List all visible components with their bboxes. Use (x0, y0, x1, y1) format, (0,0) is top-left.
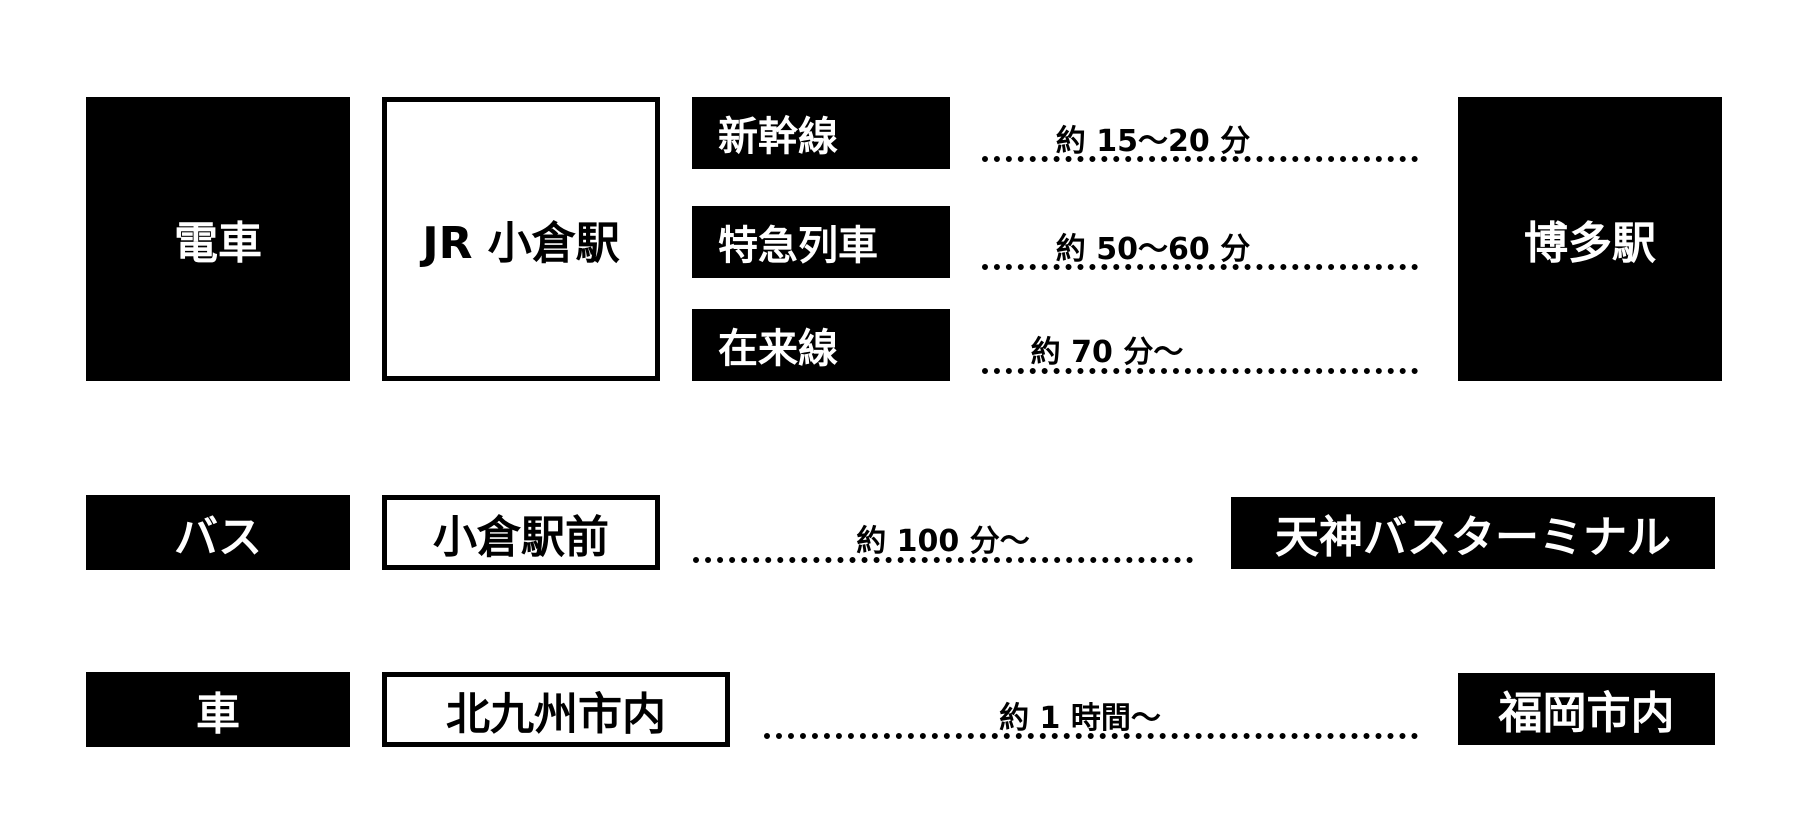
route-shinkansen-time: 約 15〜20 分 (1055, 124, 1251, 159)
bus-connector (693, 557, 1193, 563)
origin-kokura-ekimae-box: 小倉駅前 (382, 495, 660, 570)
destination-hakata-box: 博多駅 (1458, 97, 1722, 381)
destination-tenjin-bus-terminal-label: 天神バスターミナル (1275, 512, 1671, 563)
route-shinkansen-box: 新幹線 (692, 97, 950, 169)
destination-fukuoka-box: 福岡市内 (1458, 673, 1715, 745)
origin-kitakyushu-label: 北九州市内 (446, 688, 666, 740)
route-shinkansen-label: 新幹線 (718, 114, 838, 160)
car-time: 約 1 時間〜 (999, 701, 1161, 736)
route-local-line-label: 在来線 (718, 326, 838, 372)
mode-car-box: 車 (86, 672, 350, 747)
route-limited-express-time: 約 50〜60 分 (1055, 232, 1251, 267)
car-connector (764, 733, 1418, 739)
route-limited-express-box: 特急列車 (692, 206, 950, 278)
route-limited-express-label: 特急列車 (718, 223, 878, 269)
mode-bus-box: バス (86, 495, 350, 570)
bus-time: 約 100 分〜 (856, 524, 1030, 559)
origin-kokura-ekimae-label: 小倉駅前 (433, 511, 609, 563)
mode-bus-label: バス (174, 511, 262, 563)
route-limited-express-connector (982, 264, 1418, 270)
mode-train-label: 電車 (174, 218, 262, 269)
destination-fukuoka-label: 福岡市内 (1498, 688, 1675, 739)
origin-kitakyushu-box: 北九州市内 (382, 672, 730, 747)
route-local-line-box: 在来線 (692, 309, 950, 381)
route-local-line-connector (982, 368, 1418, 374)
origin-jr-kokura-label: JR 小倉駅 (422, 218, 620, 269)
origin-jr-kokura-box: JR 小倉駅 (382, 97, 660, 381)
destination-tenjin-bus-terminal-box: 天神バスターミナル (1231, 497, 1715, 569)
mode-train-box: 電車 (86, 97, 350, 381)
mode-car-label: 車 (196, 688, 240, 740)
destination-hakata-label: 博多駅 (1524, 218, 1656, 269)
route-local-line-time: 約 70 分〜 (1030, 335, 1184, 370)
route-shinkansen-connector (982, 156, 1418, 162)
